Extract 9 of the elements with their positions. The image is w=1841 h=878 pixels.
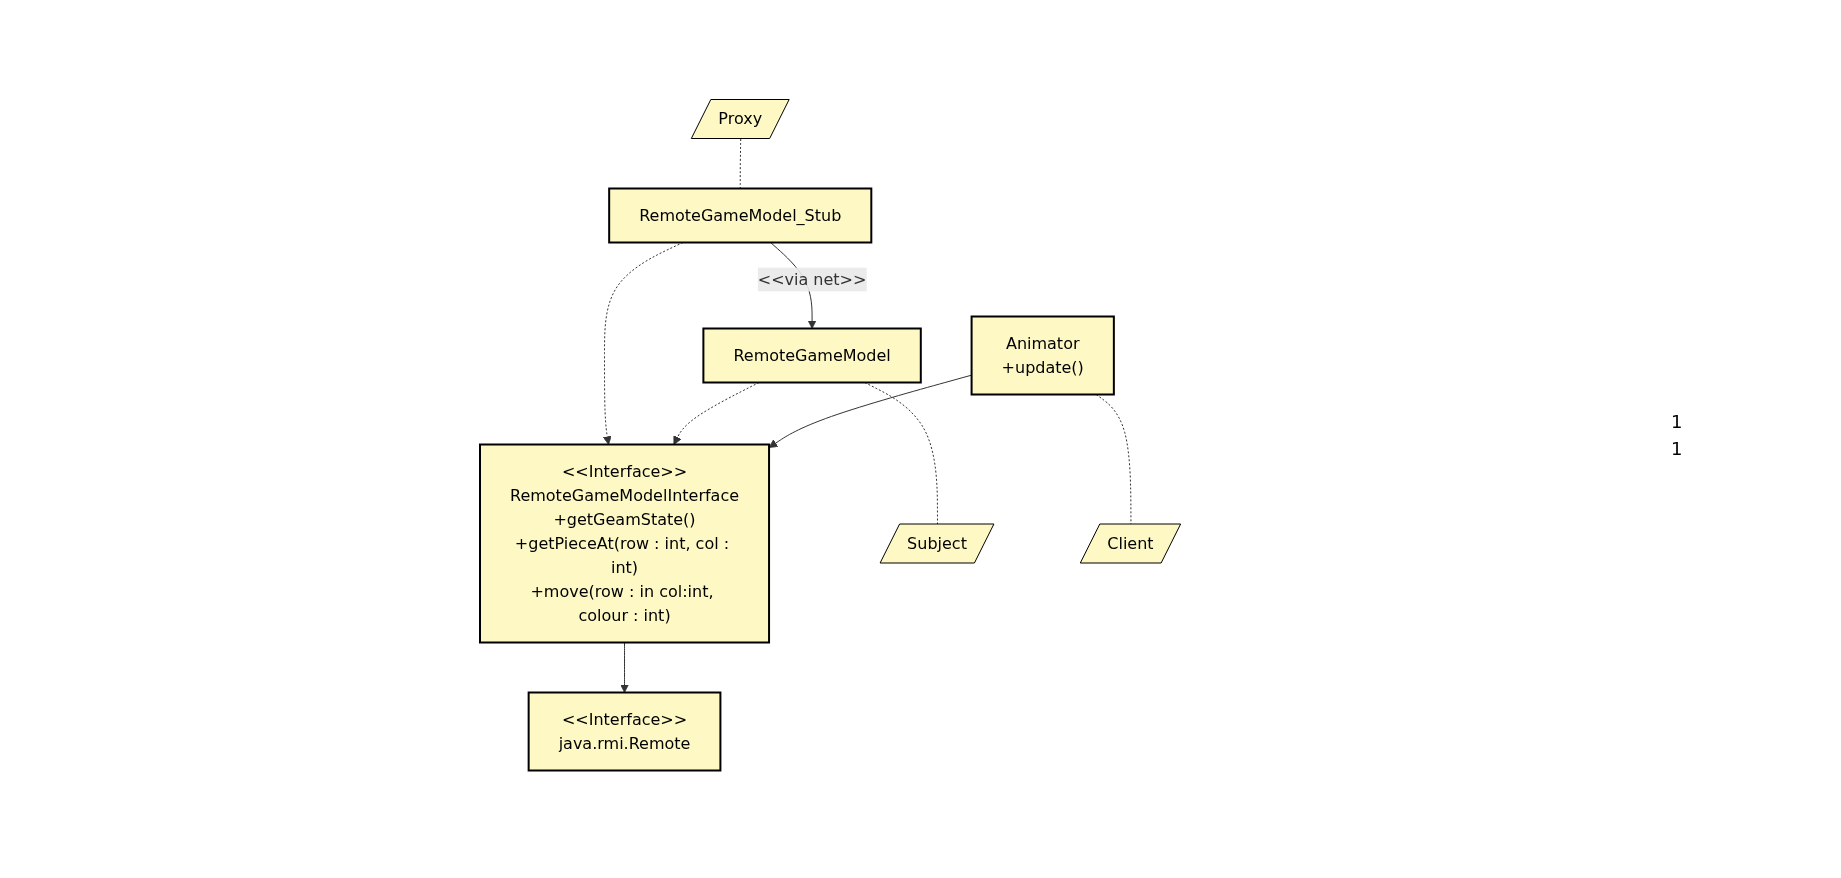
node-box: RemoteGameModel	[702, 327, 922, 384]
arrow	[620, 642, 630, 693]
node-box: Animator +update()	[970, 315, 1116, 396]
node-box: RemoteGameModel_Stub	[608, 187, 873, 244]
multiplicity-label: 1	[1671, 411, 1684, 432]
node-box: <<Interface>> java.rmi.Remote	[527, 691, 722, 772]
multiplicity-label: 1	[1671, 438, 1684, 459]
edge-label: <<via net>>	[757, 269, 867, 289]
node-box: <<Interface>> RemoteGameModelInterface +getGeamState() +getPieceAt(row : int, col : int) +move(row : in col:int, colour : int)	[479, 443, 771, 644]
